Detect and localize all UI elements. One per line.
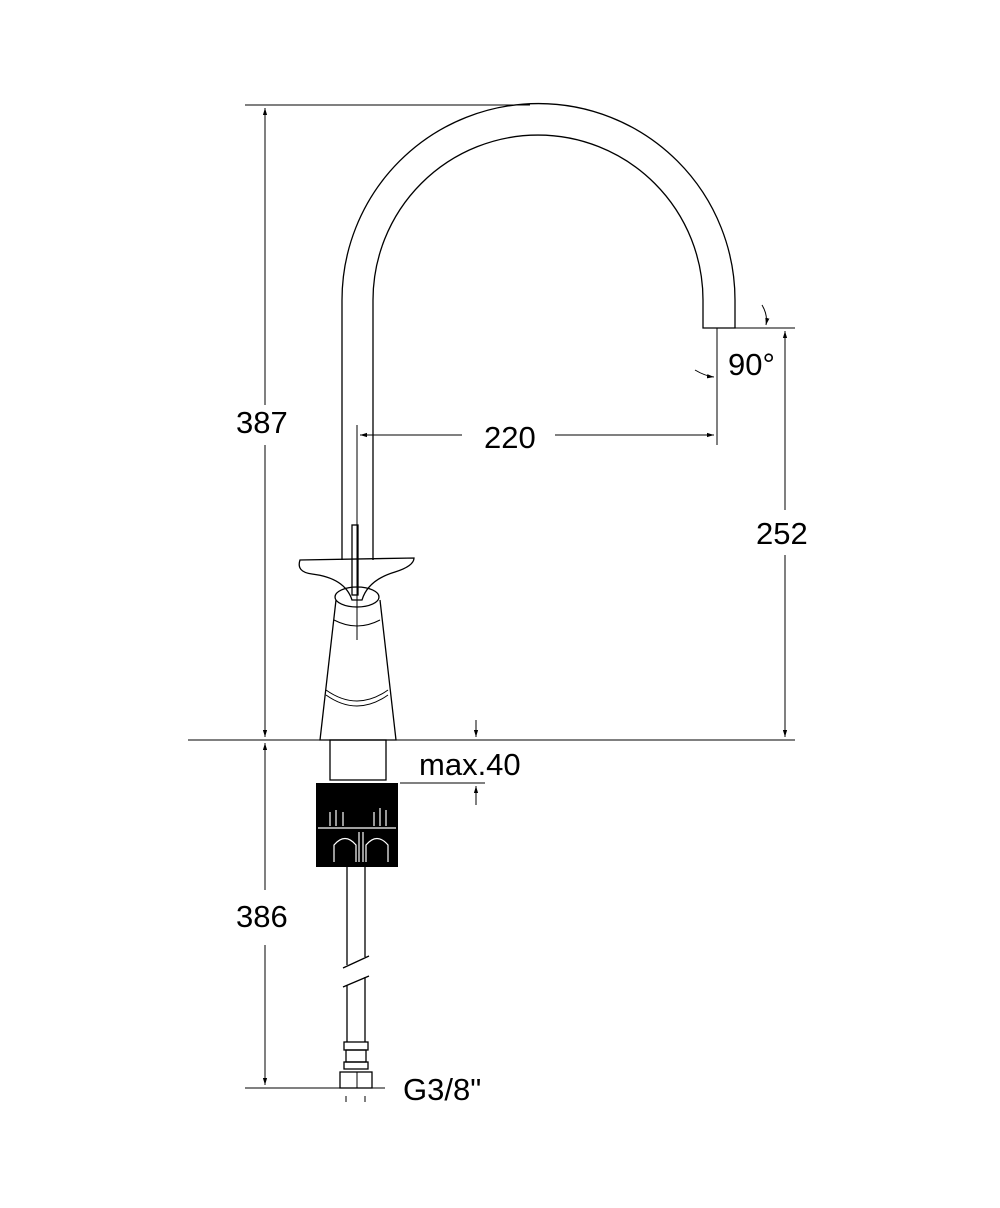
dimension-total-height: 387 [236, 405, 288, 440]
dimension-max-deck-thickness: max.40 [419, 747, 521, 782]
supply-hose [339, 867, 373, 1102]
dimension-spout-reach: 220 [484, 420, 536, 455]
dimension-lines [188, 104, 795, 1089]
dimension-outlet-angle: 90° [728, 347, 775, 382]
dimension-hose-length: 386 [236, 899, 288, 934]
mounting-nut [316, 783, 398, 867]
spout [341, 102, 736, 640]
dimension-spout-height: 252 [756, 516, 808, 551]
connection-thread-label: G3/8" [403, 1072, 481, 1107]
